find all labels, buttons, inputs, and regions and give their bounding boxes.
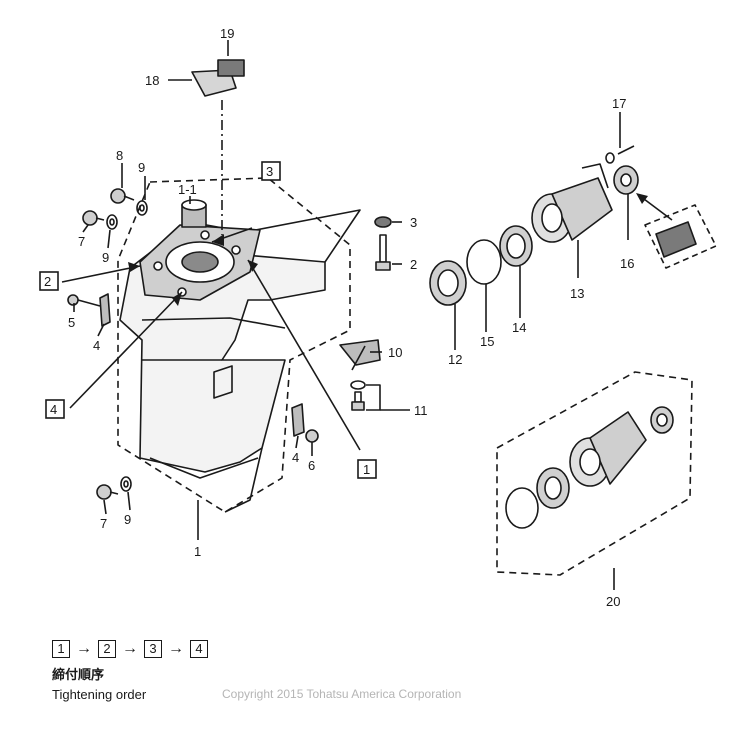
legend-title-japanese: 締付順序 (52, 668, 105, 683)
callout-19: 19 (220, 26, 234, 41)
callout-16: 16 (620, 256, 634, 271)
callout-6: 6 (308, 458, 315, 473)
legend-box-3: 3 (144, 640, 162, 658)
arrow-icon: → (168, 640, 184, 657)
callout-2: 2 (410, 257, 417, 272)
arrow-icon: → (76, 640, 92, 657)
trim-tab-10 (339, 339, 381, 371)
casing-top-flange (139, 224, 261, 301)
tightening-order-legend: 1 → 2 → 3 → 4 締付順序 Tightening order (52, 640, 208, 702)
callout-4-left: 4 (93, 338, 100, 353)
callout-7-top: 7 (78, 234, 85, 249)
callout-3: 3 (410, 215, 417, 230)
anode-4-right (291, 403, 305, 437)
callout-9-mid: 9 (102, 250, 109, 265)
callout-4-right: 4 (292, 450, 299, 465)
o-ring-15 (466, 239, 502, 285)
seal-16 (613, 165, 639, 195)
legend-box-4: 4 (190, 640, 208, 658)
callout-11: 11 (414, 403, 428, 418)
casing-outline-dashed (117, 177, 351, 513)
bolt-2 (375, 234, 391, 271)
seal-tool-dashed (644, 204, 717, 269)
seal-tool-arrow (639, 195, 673, 221)
bearing-12 (429, 260, 467, 306)
callout-8: 8 (116, 148, 123, 163)
order-box-3: 3 (266, 164, 273, 179)
bolt-8 (110, 188, 135, 204)
nut-3 (374, 216, 392, 228)
washer-9-bottom (120, 476, 132, 492)
exploded-parts-diagram: 3 2 4 1 19 18 8 9 1-1 7 9 5 4 4 6 7 9 1 … (39, 26, 717, 609)
callout-13: 13 (570, 286, 584, 301)
bolt-7-top (82, 210, 105, 226)
tightening-sequence: 1 → 2 → 3 → 4 (52, 640, 208, 658)
order-box-1: 1 (363, 462, 370, 477)
legend-box-1: 1 (52, 640, 70, 658)
arrow-icon: → (122, 640, 138, 657)
nut-6 (305, 429, 319, 443)
bearing-14 (499, 225, 533, 267)
washer-9-mid (106, 214, 118, 230)
callout-9-top: 9 (138, 160, 145, 175)
callout-9-bottom: 9 (124, 512, 131, 527)
bolt-17 (605, 145, 635, 164)
legend-title-english: Tightening order (52, 687, 147, 702)
callout-10: 10 (388, 345, 402, 360)
order-box-4: 4 (50, 402, 57, 417)
washer-9-top (136, 200, 148, 216)
callout-20: 20 (606, 594, 620, 609)
part-1-1-bushing (181, 199, 207, 228)
legend-box-2: 2 (98, 640, 116, 658)
callout-17: 17 (612, 96, 626, 111)
housing-13 (531, 163, 613, 243)
anode-4-left (99, 293, 111, 327)
callout-15: 15 (480, 334, 494, 349)
bolt-5 (67, 294, 101, 307)
callout-1: 1 (194, 544, 201, 559)
copyright-notice: Copyright 2015 Tohatsu America Corporati… (222, 687, 462, 701)
callout-1-1: 1-1 (178, 182, 197, 197)
callout-12: 12 (448, 352, 462, 367)
callout-18: 18 (145, 73, 159, 88)
callout-14: 14 (512, 320, 526, 335)
bolt-11 (350, 380, 366, 411)
bolt-7-bottom (96, 484, 119, 500)
assembly-20 (496, 371, 693, 576)
part-18-19-grommet (191, 59, 245, 235)
callout-7-bottom: 7 (100, 516, 107, 531)
callout-5: 5 (68, 315, 75, 330)
order-box-2: 2 (44, 274, 51, 289)
